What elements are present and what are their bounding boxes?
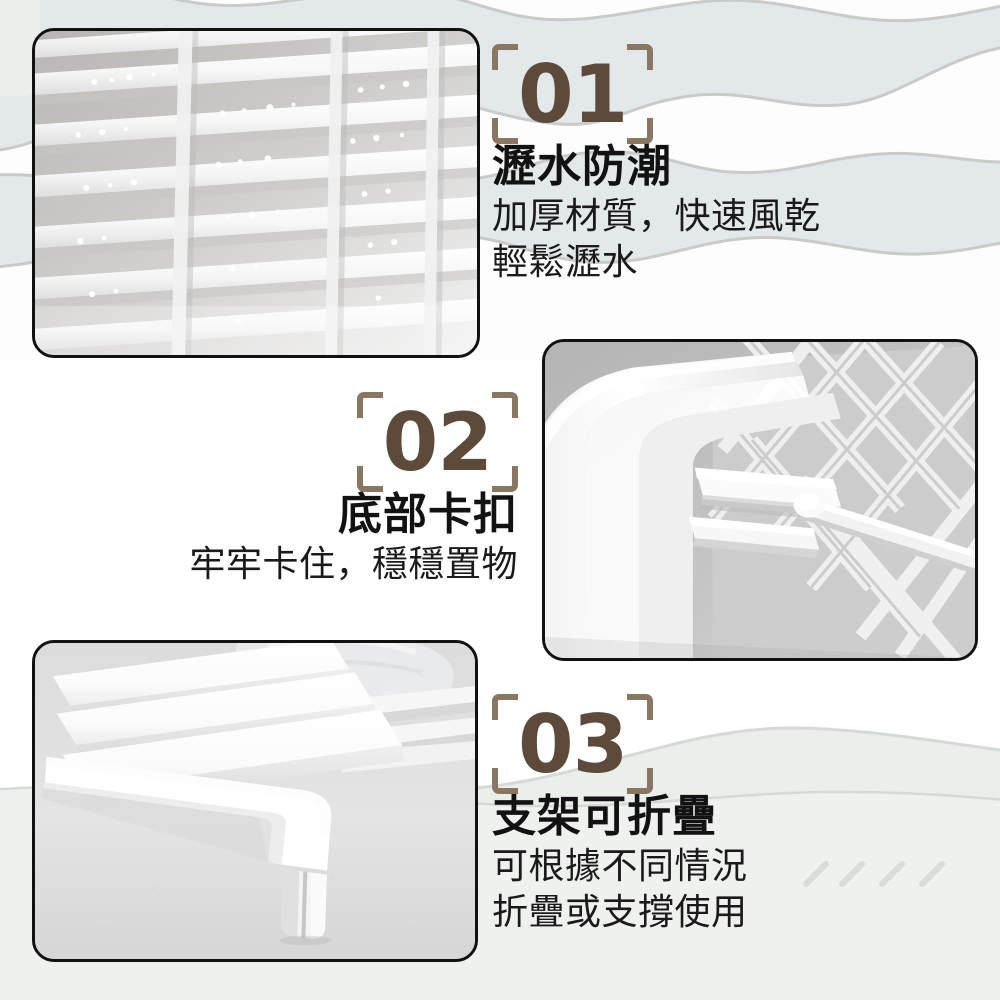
bracket-top-right-icon	[627, 44, 654, 70]
bracket-top-right-icon	[492, 392, 518, 418]
bracket-top-left-icon	[492, 694, 518, 720]
feature-2-description: 牢牢卡住，穩穩置物	[118, 541, 518, 587]
feature-1-description-line-1: 加厚材質，快速風乾	[492, 194, 821, 236]
bracket-top-right-icon	[627, 694, 654, 720]
feature-photo-1	[32, 28, 480, 358]
feature-photo-2	[542, 339, 978, 661]
feature-3-description-line-2: 折疊或支撐使用	[492, 890, 748, 932]
photo-2-artwork	[545, 342, 975, 658]
feature-1-number-badge: 01	[492, 44, 654, 144]
feature-block-2: 02 底部卡扣 牢牢卡住，穩穩置物	[118, 392, 518, 587]
bracket-bottom-left-icon	[492, 117, 518, 144]
feature-2-number-badge: 02	[356, 392, 518, 492]
feature-2-number: 02	[382, 396, 493, 489]
feature-3-description: 可根據不同情況 折疊或支撐使用	[492, 843, 962, 935]
bracket-bottom-left-icon	[492, 767, 518, 794]
feature-2-title: 底部卡扣	[338, 489, 518, 539]
feature-2-description-line-1: 牢牢卡住，穩穩置物	[189, 542, 518, 584]
photo-3-artwork	[35, 643, 475, 959]
decorative-dashes	[800, 856, 970, 896]
feature-3-number-badge: 03	[492, 694, 654, 794]
feature-1-number: 01	[518, 48, 628, 141]
bracket-bottom-left-icon	[356, 465, 383, 492]
bracket-bottom-right-icon	[627, 767, 654, 794]
feature-1-description-line-2: 輕鬆瀝水	[492, 240, 639, 282]
photo-1-artwork	[35, 31, 477, 355]
feature-3-description-line-1: 可根據不同情況	[492, 844, 748, 886]
feature-block-1: 01 瀝水防潮 加厚材質，快速風乾 輕鬆瀝水	[492, 44, 962, 285]
bracket-top-left-icon	[492, 44, 518, 70]
bracket-bottom-right-icon	[627, 117, 654, 144]
feature-1-description: 加厚材質，快速風乾 輕鬆瀝水	[492, 193, 962, 285]
bracket-top-left-icon	[356, 392, 383, 418]
feature-3-title: 支架可折疊	[492, 791, 717, 841]
feature-block-3: 03 支架可折疊 可根據不同情況 折疊或支撐使用	[492, 694, 962, 935]
dash-marks-icon	[803, 861, 945, 887]
feature-3-number: 03	[518, 698, 628, 791]
feature-photo-3	[32, 640, 478, 962]
bracket-bottom-right-icon	[492, 465, 518, 492]
feature-1-title: 瀝水防潮	[492, 141, 672, 191]
